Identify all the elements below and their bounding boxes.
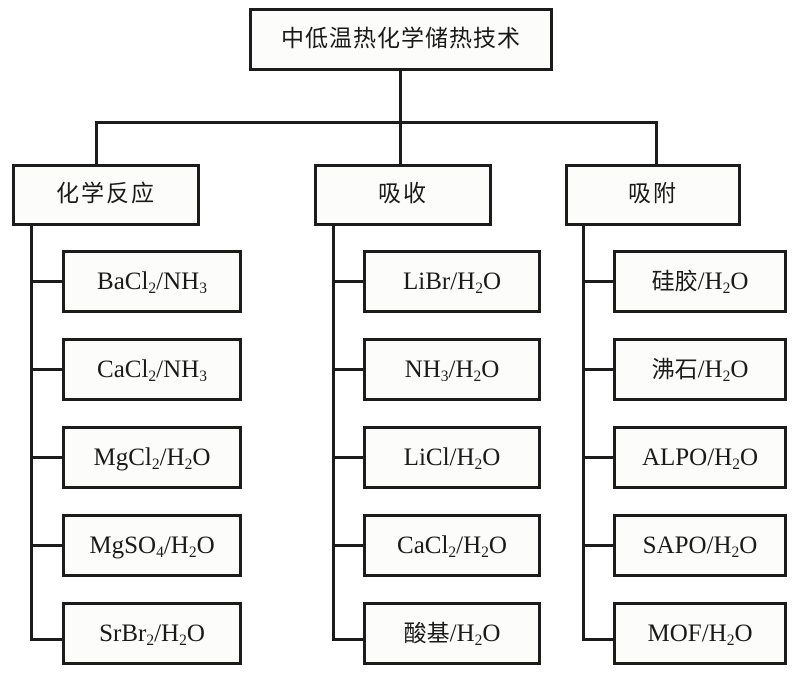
- branch-node-chemical-reaction: 化学反应: [12, 164, 200, 226]
- leaf-mof-h2o: MOF/H2O: [613, 602, 787, 665]
- leaf-label: MOF/H2O: [647, 619, 753, 650]
- leaf-nh3-h2o: NH3/H2O: [363, 338, 541, 401]
- leaf-stub-line: [582, 368, 616, 371]
- leaf-stub-line: [332, 280, 366, 283]
- leaf-label: 硅胶/H2O: [651, 267, 749, 298]
- bus-drop-left: [95, 121, 98, 166]
- leaf-label: NH3/H2O: [404, 355, 500, 386]
- leaf-stub-line: [582, 456, 616, 459]
- branch-trunk-chemical-reaction: [30, 226, 33, 641]
- leaf-stub-line: [332, 456, 366, 459]
- leaf-cacl2-h2o: CaCl2/H2O: [363, 514, 541, 577]
- leaf-label: 沸石/H2O: [651, 355, 749, 386]
- leaf-label: LiCl/H2O: [403, 443, 501, 474]
- leaf-mgcl2-h2o: MgCl2/H2O: [62, 426, 242, 489]
- leaf-label: BaCl2/NH3: [97, 267, 207, 298]
- leaf-stub-line: [332, 368, 366, 371]
- leaf-label: ALPO/H2O: [641, 443, 759, 474]
- leaf-stub-line: [582, 280, 616, 283]
- bus-drop-center: [399, 121, 402, 166]
- leaf-alpo-h2o: ALPO/H2O: [613, 426, 787, 489]
- leaf-sapo-h2o: SAPO/H2O: [613, 514, 787, 577]
- leaf-zeolite-h2o: 沸石/H2O: [613, 338, 787, 401]
- branch-node-label: 吸附: [628, 181, 678, 208]
- leaf-mgso4-h2o: MgSO4/H2O: [62, 514, 242, 577]
- leaf-licl-h2o: LiCl/H2O: [363, 426, 541, 489]
- leaf-stub-line: [30, 638, 64, 641]
- leaf-suanji-h2o: 酸基/H2O: [363, 602, 541, 665]
- distribution-bus-line: [95, 121, 658, 124]
- bus-drop-right: [655, 121, 658, 166]
- branch-node-absorption: 吸收: [314, 164, 492, 226]
- branch-node-adsorption: 吸附: [565, 164, 741, 226]
- root-node: 中低温热化学储热技术: [249, 8, 553, 71]
- leaf-stub-line: [582, 544, 616, 547]
- leaf-label: MgCl2/H2O: [93, 443, 211, 474]
- branch-trunk-adsorption: [582, 226, 585, 641]
- root-stem-line: [399, 71, 402, 123]
- leaf-label: SrBr2/H2O: [99, 619, 205, 650]
- leaf-stub-line: [30, 368, 64, 371]
- branch-node-label: 化学反应: [56, 181, 156, 208]
- leaf-stub-line: [30, 456, 64, 459]
- leaf-label: 酸基/H2O: [403, 619, 501, 650]
- leaf-libr-h2o: LiBr/H2O: [363, 250, 541, 313]
- leaf-label: SAPO/H2O: [642, 531, 758, 562]
- leaf-srbr2-h2o: SrBr2/H2O: [62, 602, 242, 665]
- leaf-stub-line: [30, 544, 64, 547]
- leaf-stub-line: [30, 280, 64, 283]
- branch-trunk-absorption: [332, 226, 335, 641]
- root-node-label: 中低温热化学储热技术: [281, 25, 521, 52]
- leaf-label: CaCl2/NH3: [97, 355, 207, 386]
- leaf-cacl2-nh3: CaCl2/NH3: [62, 338, 242, 401]
- leaf-label: LiBr/H2O: [402, 267, 502, 298]
- leaf-stub-line: [582, 638, 616, 641]
- leaf-label: CaCl2/H2O: [397, 531, 507, 562]
- leaf-stub-line: [332, 638, 366, 641]
- branch-node-label: 吸收: [378, 181, 428, 208]
- leaf-silicagel-h2o: 硅胶/H2O: [613, 250, 787, 313]
- leaf-stub-line: [332, 544, 366, 547]
- leaf-bacl2-nh3: BaCl2/NH3: [62, 250, 242, 313]
- leaf-label: MgSO4/H2O: [89, 531, 215, 562]
